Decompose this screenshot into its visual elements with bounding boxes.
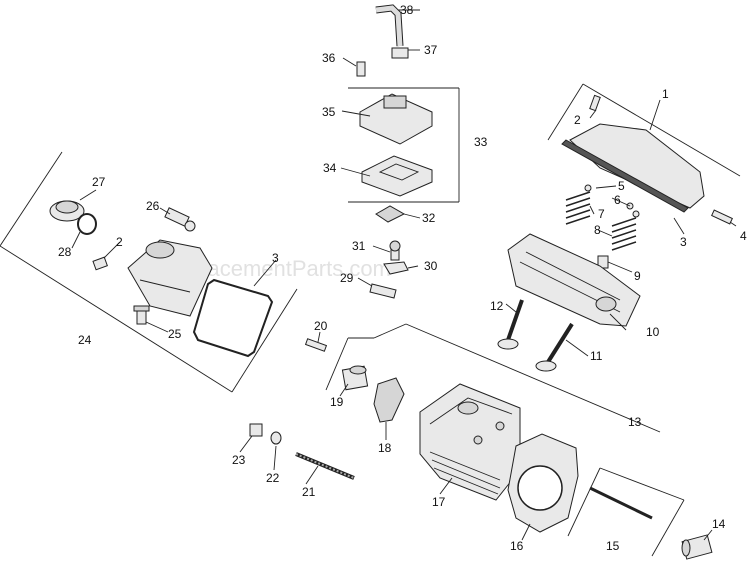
- callout-31: 31: [352, 239, 366, 253]
- screw-part-right[interactable]: [589, 94, 601, 112]
- cylinder-head-part[interactable]: [419, 383, 521, 501]
- o-ring-part[interactable]: [77, 213, 97, 235]
- valve-cover-group-bracket: [0, 151, 298, 393]
- tappet-part[interactable]: [681, 534, 713, 560]
- callout-22: 22: [266, 471, 280, 485]
- callout-21: 21: [302, 485, 316, 499]
- washer-part[interactable]: [270, 431, 282, 445]
- callout-4: 4: [740, 229, 747, 243]
- top-group-bracket: [348, 87, 460, 203]
- callout-15: 15: [606, 539, 620, 553]
- right-group-bracket: [547, 83, 741, 177]
- bolt-part-25[interactable]: [133, 305, 150, 325]
- callout-7: 7: [598, 207, 605, 221]
- bushing-part[interactable]: [341, 365, 369, 391]
- push-rod-part[interactable]: [589, 486, 653, 520]
- callout-3-left: 3: [272, 251, 279, 265]
- valve-spring-part-8[interactable]: [611, 217, 637, 251]
- breather-cap-part[interactable]: [49, 200, 85, 222]
- gasket-left-part[interactable]: [192, 278, 274, 358]
- callout-3-right: 3: [680, 235, 687, 249]
- callout-36: 36: [322, 51, 336, 65]
- callout-34: 34: [323, 161, 337, 175]
- callout-2-left: 2: [116, 235, 123, 249]
- callout-6: 6: [614, 193, 621, 207]
- rocker-arm-part[interactable]: [373, 377, 405, 423]
- callout-10: 10: [646, 325, 660, 339]
- callout-12: 12: [490, 299, 504, 313]
- screw-part-31[interactable]: [389, 240, 401, 261]
- head-gasket-part[interactable]: [507, 433, 579, 533]
- breather-cover-part[interactable]: [359, 93, 433, 145]
- exhaust-valve-part[interactable]: [535, 322, 574, 372]
- wedge-part[interactable]: [375, 205, 406, 223]
- callout-19: 19: [330, 395, 344, 409]
- leader-lines: [71, 9, 737, 541]
- callout-11: 11: [590, 349, 603, 363]
- callout-28: 28: [58, 245, 72, 259]
- callout-37: 37: [424, 43, 438, 57]
- rocker-plate-part[interactable]: [507, 233, 641, 327]
- bolt-part-20[interactable]: [304, 338, 328, 352]
- callout-8: 8: [594, 223, 601, 237]
- callout-38: 38: [400, 3, 414, 17]
- callout-2-right: 2: [574, 113, 581, 127]
- bottom-group-bracket: [325, 323, 685, 557]
- valve-spring-part-7[interactable]: [565, 191, 591, 225]
- callout-20: 20: [314, 319, 328, 333]
- screw-part-36[interactable]: [356, 61, 366, 77]
- callout-27: 27: [92, 175, 106, 189]
- callout-35: 35: [322, 105, 336, 119]
- callout-9: 9: [634, 269, 641, 283]
- clip-part-29[interactable]: [369, 283, 397, 299]
- fitting-part[interactable]: [164, 207, 196, 232]
- callout-33: 33: [474, 135, 488, 149]
- callout-18: 18: [378, 441, 392, 455]
- valve-cover-right-part[interactable]: [561, 123, 705, 213]
- callout-26: 26: [146, 199, 160, 213]
- screw-part-left[interactable]: [92, 256, 108, 271]
- pin-part[interactable]: [711, 209, 733, 225]
- callout-24: 24: [78, 333, 92, 347]
- nut-part[interactable]: [249, 423, 263, 437]
- callout-17: 17: [432, 495, 446, 509]
- callout-13: 13: [628, 415, 642, 429]
- bracket-part-30[interactable]: [383, 261, 409, 275]
- valve-cover-left-part[interactable]: [127, 239, 213, 317]
- stud-part[interactable]: [295, 452, 355, 480]
- callout-32: 32: [422, 211, 436, 225]
- breather-gasket-part[interactable]: [361, 155, 433, 197]
- callout-16: 16: [510, 539, 524, 553]
- callout-5: 5: [618, 179, 625, 193]
- hose-clamp-part[interactable]: [391, 47, 409, 59]
- callout-1: 1: [662, 87, 669, 101]
- callout-numbers: 38 37 36 35 33 34 32 31 30 29 1 2 3 4 5 …: [58, 3, 747, 553]
- callout-14: 14: [712, 517, 726, 531]
- callout-23: 23: [232, 453, 246, 467]
- callout-25: 25: [168, 327, 182, 341]
- callout-30: 30: [424, 259, 438, 273]
- callout-29: 29: [340, 271, 354, 285]
- intake-valve-part[interactable]: [497, 299, 524, 350]
